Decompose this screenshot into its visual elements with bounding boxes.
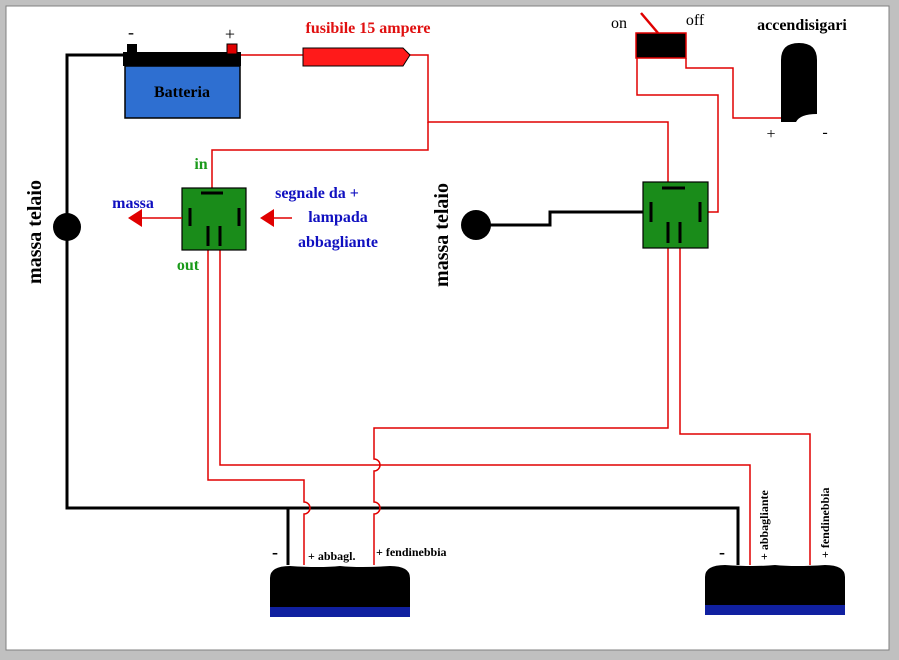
ground-arrow-head — [128, 209, 142, 227]
left-relay: in out — [177, 156, 247, 274]
battery-minus-label: - — [128, 22, 134, 42]
signal-label-line3: abbagliante — [298, 234, 378, 251]
signal-label-line2: lampada — [308, 209, 368, 226]
switch-body — [635, 32, 687, 59]
left-relay-body — [181, 187, 247, 251]
switch-on-label: on — [611, 15, 627, 32]
battery-body — [124, 65, 241, 119]
right-relay-to-right-fog-wire — [679, 248, 811, 565]
battery-minus-terminal — [127, 44, 137, 54]
right-chassis-label: massa telaio — [431, 183, 453, 287]
lighter-minus-label: - — [822, 124, 827, 141]
chassis-ground-bus — [65, 225, 740, 565]
lighter-plus-label: + — [766, 126, 775, 143]
left-relay-out-to-left-high-wire — [207, 250, 311, 565]
battery-plus-label: + — [225, 24, 235, 44]
battery-plus-terminal — [226, 43, 238, 55]
ground-label: massa — [112, 195, 154, 212]
left-lamp-minus-label: - — [272, 542, 278, 562]
fuse: fusibile 15 ampere — [302, 20, 431, 67]
switch-off-label: off — [686, 12, 705, 29]
right-lamp-fog-label: + fendinebbia — [818, 487, 832, 558]
battery-top — [123, 52, 241, 66]
right-chassis-ground-point — [461, 210, 491, 240]
ground-wires — [65, 53, 740, 565]
switch-to-lighter-wire — [685, 58, 785, 119]
relay-out-label: out — [177, 257, 200, 274]
lighter-body — [781, 43, 817, 122]
signal-label-line1: segnale da + — [275, 185, 359, 202]
right-lamp-body — [705, 565, 845, 615]
battery-ground-wire — [65, 53, 125, 225]
right-relay — [642, 181, 709, 249]
cigarette-lighter: accendisigari + - — [757, 17, 847, 143]
right-lamp-minus-label: - — [719, 542, 725, 562]
right-lamp-lens — [705, 605, 845, 615]
signal-arrow: segnale da + lampada abbagliante — [260, 185, 378, 251]
right-relay-body — [642, 181, 709, 249]
switch-to-right-relay-wire — [636, 58, 719, 213]
fuse-body — [302, 47, 411, 67]
left-lamp-high-label: + abbagl. — [308, 549, 356, 563]
left-lamp-lens — [270, 607, 410, 617]
relay-in-label: in — [194, 156, 207, 173]
battery-label: Batteria — [154, 84, 210, 101]
left-lamp-body — [270, 566, 410, 617]
positive-wires — [207, 54, 811, 565]
fuse-label: fusibile 15 ampere — [305, 20, 430, 37]
battery: Batteria - + — [123, 22, 241, 119]
left-fog-lamp: - + abbagl. + fendinebbia — [270, 542, 447, 617]
right-relay-ground-wire — [476, 210, 650, 227]
left-chassis-label: massa telaio — [24, 180, 46, 284]
right-relay-to-left-fog-wire — [373, 248, 669, 565]
left-relay-out-to-right-high-wire — [219, 250, 751, 565]
right-fog-lamp: - + abbagliante + fendinebbia — [705, 487, 845, 615]
lighter-label: accendisigari — [757, 17, 847, 34]
switch-lever — [640, 12, 659, 34]
left-chassis-ground-point — [53, 213, 81, 241]
signal-arrow-head — [260, 209, 274, 227]
ground-arrow: massa — [112, 195, 182, 227]
left-lamp-fog-label: + fendinebbia — [376, 545, 447, 559]
fuse-to-left-relay-wire — [211, 122, 429, 188]
right-lamp-high-label: + abbagliante — [757, 489, 771, 560]
toggle-switch: on off — [611, 12, 705, 59]
